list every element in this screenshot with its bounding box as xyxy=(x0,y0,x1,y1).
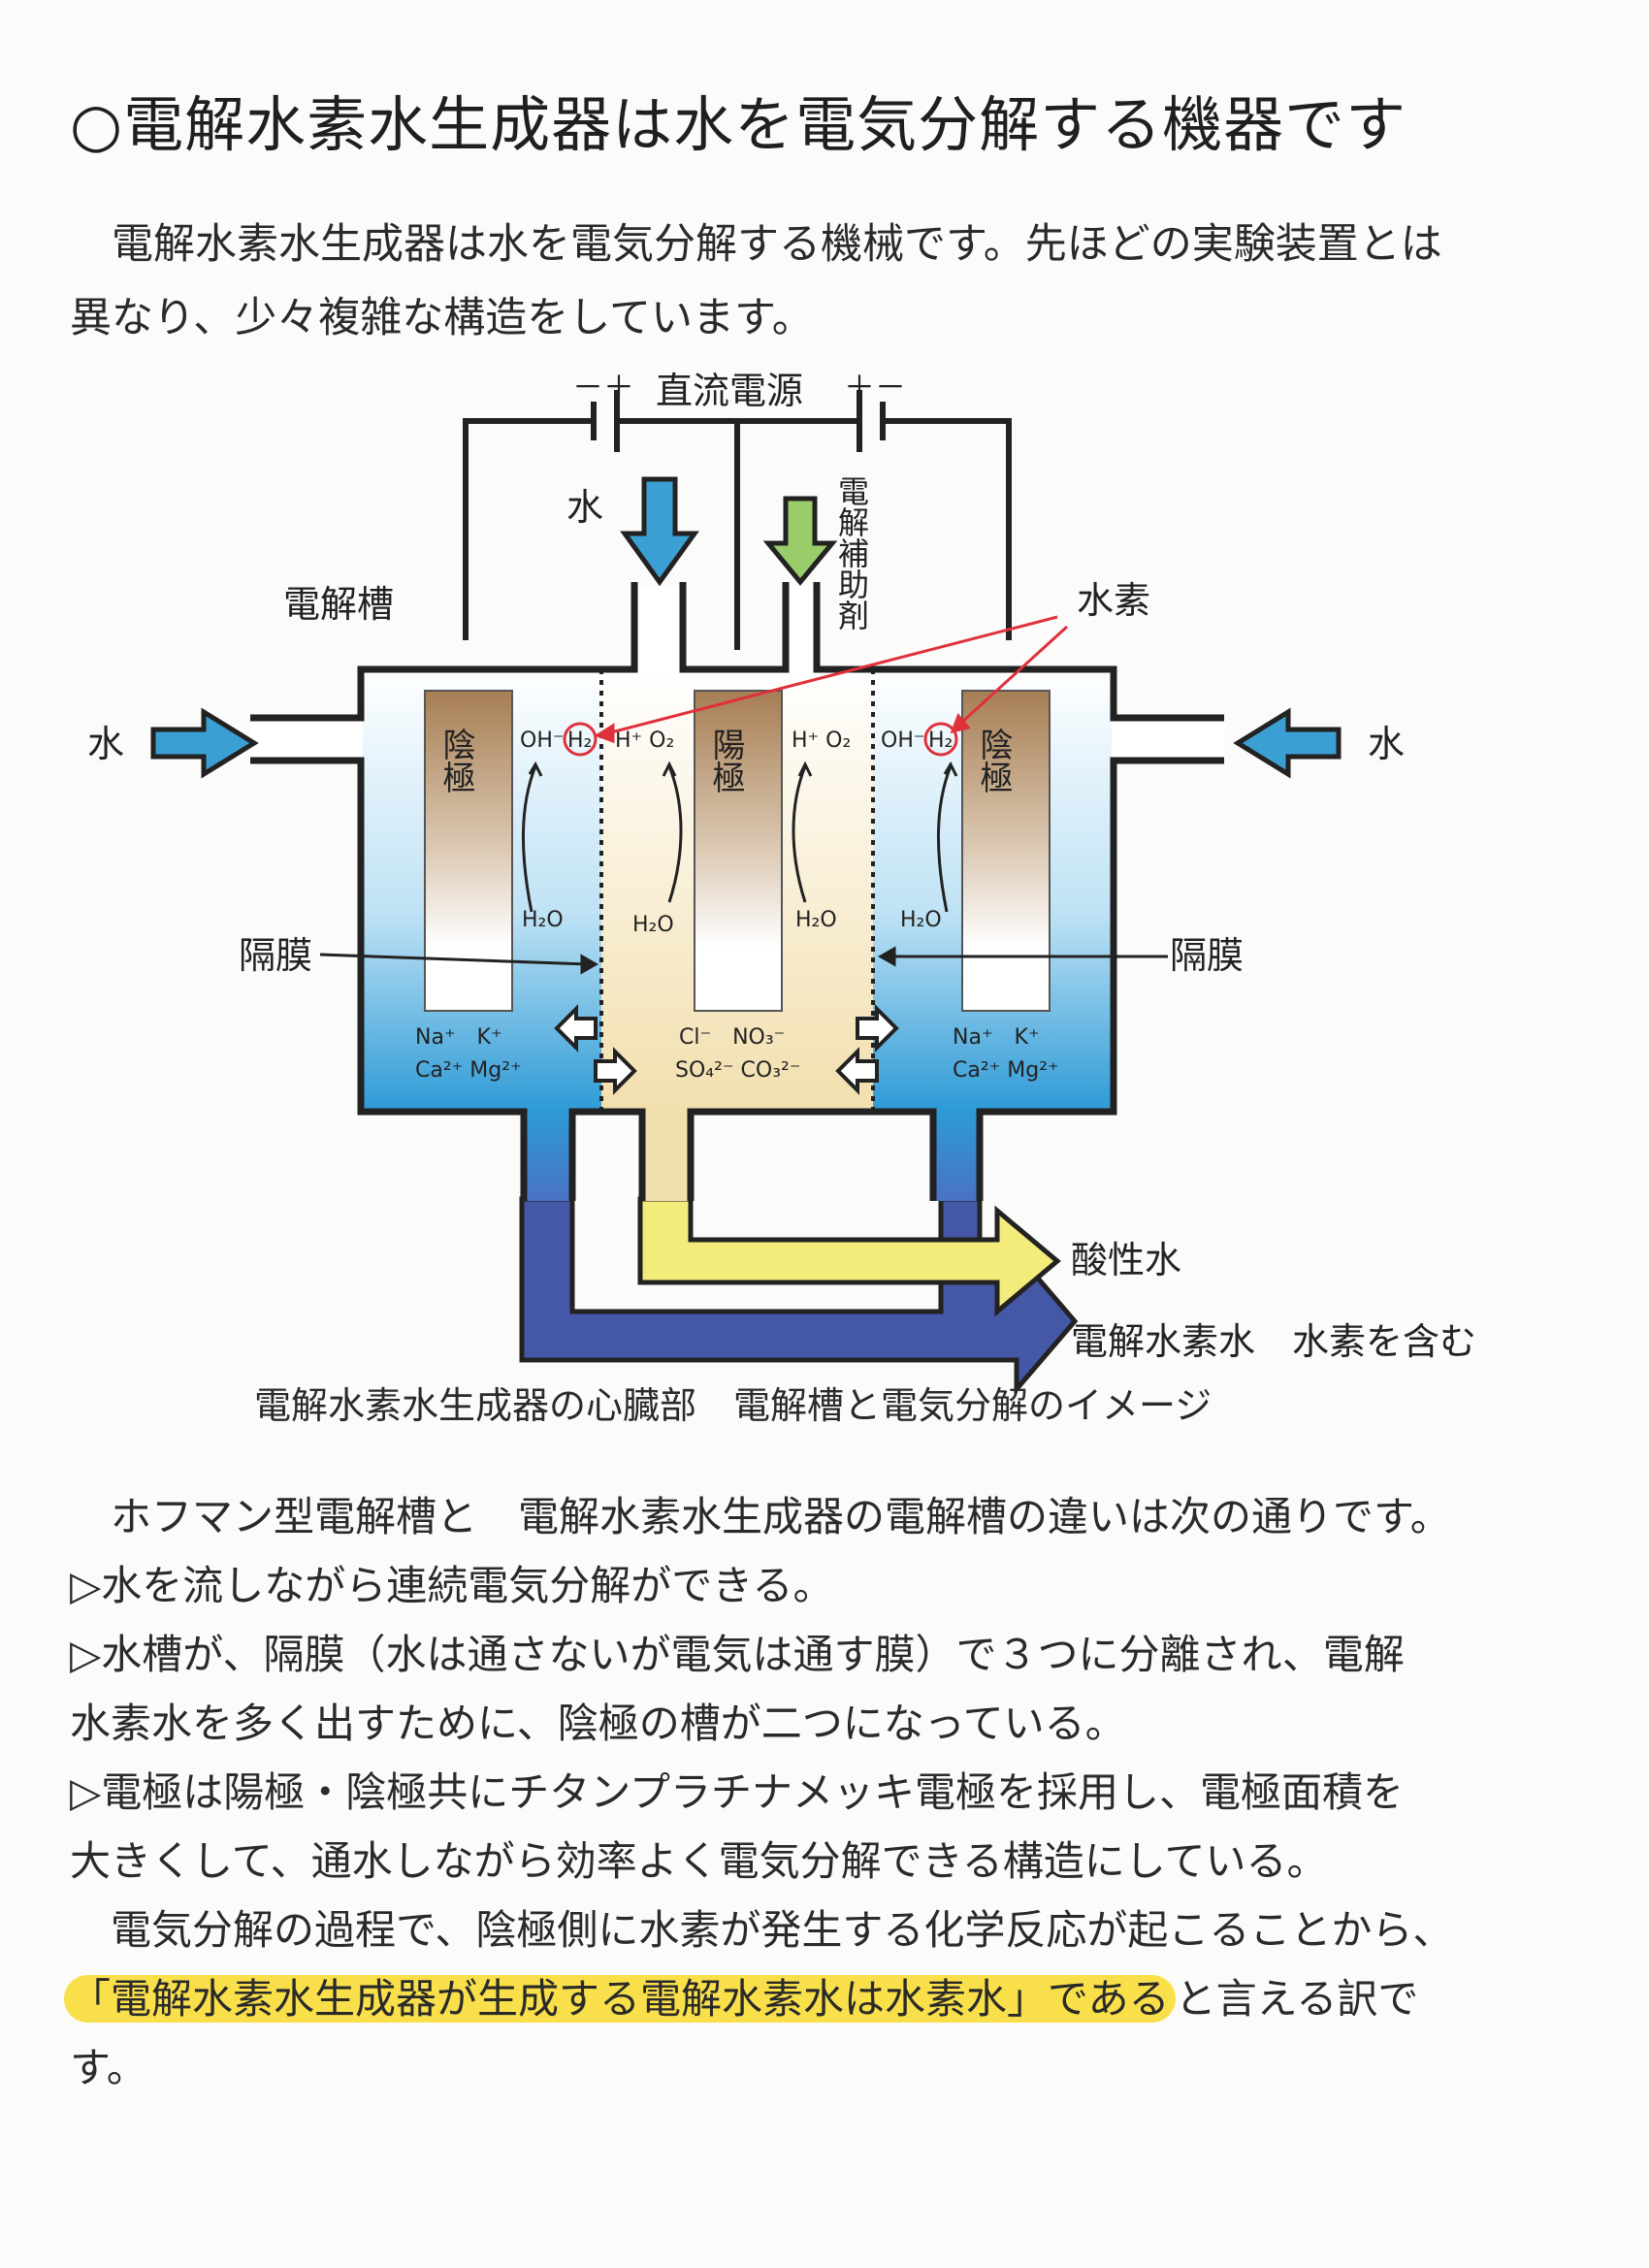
diagram-caption: 電解水素水生成器の心臓部 電解槽と電気分解のイメージ xyxy=(254,1384,1212,1427)
cations-right-1: Na⁺ K⁺ xyxy=(953,1025,1040,1050)
left-outlet xyxy=(524,1112,572,1201)
anions-1: Cl⁻ NO₃⁻ xyxy=(679,1025,785,1050)
anions-2: SO₄²⁻ CO₃²⁻ xyxy=(675,1058,800,1083)
water-left-label: 水 xyxy=(87,723,124,765)
water-top-arrow xyxy=(620,476,699,587)
center-anode-label: 陽極 xyxy=(706,728,745,794)
ions-right-oh: OH⁻ xyxy=(881,729,924,753)
cations-right-2: Ca²⁺ Mg²⁺ xyxy=(953,1058,1059,1083)
membrane-left-pointer xyxy=(319,953,599,975)
page-heading: ○電解水素水生成器は水を電気分解する機器です xyxy=(70,89,1407,160)
hydrogen-label: 水素 xyxy=(1077,579,1150,622)
body-line: ▷水を流しながら連続電気分解ができる。 xyxy=(70,1562,834,1609)
battery-right-icon xyxy=(857,390,886,452)
body-line-tail: と言える訳で xyxy=(1175,1975,1419,2023)
top-inlet-water xyxy=(634,586,683,673)
body-line: ▷水槽が、隔膜（水は通さないが電気は通す膜）で３つに分離され、電解 xyxy=(70,1631,1405,1678)
water-right-label: 水 xyxy=(1368,723,1405,765)
h2o-label: H₂O xyxy=(522,908,564,932)
body-line: ホフマン型電解槽と 電解水素水生成器の電解槽の違いは次の通りです。 xyxy=(70,1493,1451,1540)
tank-outline xyxy=(250,582,1224,1201)
electrolysis-diagram: －＋ 直流電源 ＋－ 陰極 陽極 陰極 OH⁻ H₂ xyxy=(87,369,1476,1396)
right-outlet xyxy=(933,1112,980,1201)
highlighted-conclusion: 「電解水素水生成器が生成する電解水素水は水素水」である xyxy=(64,1975,1176,2023)
left-cathode-label: 陰極 xyxy=(436,728,475,794)
left-inlet-channel xyxy=(250,718,363,761)
aid-arrow xyxy=(762,496,838,586)
acid-water-label: 酸性水 xyxy=(1071,1239,1181,1281)
body-line: 「電解水素水生成器が生成する電解水素水は水素水」であると言える訳で xyxy=(64,1964,1453,2033)
electrolyte-aid-label: 電解補助剤 xyxy=(833,475,870,631)
body-line: す。 xyxy=(70,2044,147,2091)
water-top-label: 水 xyxy=(566,486,603,529)
water-left-arrow xyxy=(150,707,259,779)
circulation-arrows xyxy=(521,761,958,913)
membrane-right-pointer xyxy=(877,946,1168,967)
cations-left-2: Ca²⁺ Mg²⁺ xyxy=(415,1058,522,1083)
body-line: ▷電極は陽極・陰極共にチタンプラチナメッキ電極を採用し、電極面積を xyxy=(70,1768,1405,1816)
body-line: 電気分解の過程で、陰極側に水素が発生する化学反応が起こることから、 xyxy=(70,1906,1454,1954)
intro-line: 異なり、少々複雑な構造をしています。 xyxy=(70,294,814,342)
body-line: 大きくして、通水しながら効率よく電気分解できる構造にしている。 xyxy=(70,1837,1328,1885)
ions-left-oh: OH⁻ xyxy=(520,729,564,753)
battery-right-signs: ＋－ xyxy=(844,369,906,405)
intro-line: 電解水素水生成器は水を電気分解する機械です。先ほどの実験装置とは xyxy=(70,220,1442,269)
acid-water-pipe xyxy=(637,1196,1061,1317)
h2o-label: H₂O xyxy=(900,908,942,932)
tank-label: 電解槽 xyxy=(283,583,394,626)
center-anode xyxy=(694,690,783,1012)
membrane-right-label: 隔膜 xyxy=(1170,934,1244,977)
ions-center-left: H⁺ O₂ xyxy=(615,729,674,753)
power-label: 直流電源 xyxy=(656,370,803,412)
ion-arrow-right-in xyxy=(835,1047,879,1095)
ion-arrow-right-out xyxy=(856,1004,899,1053)
h2o-label: H₂O xyxy=(795,908,837,932)
body-paragraph: ホフマン型電解槽と 電解水素水生成器の電解槽の違いは次の通りです。 ▷水を流しな… xyxy=(64,1482,1454,2102)
membrane-left-label: 隔膜 xyxy=(239,934,312,977)
water-right-arrow xyxy=(1233,707,1342,779)
center-outlet xyxy=(642,1112,691,1201)
battery-left-icon xyxy=(591,390,620,452)
top-inlet-aid xyxy=(786,586,817,673)
hydrogen-circle-right xyxy=(923,722,958,757)
body-line: 水素水を多く出すために、陰極の槽が二つになっている。 xyxy=(70,1700,1126,1747)
cations-left-1: Na⁺ K⁺ xyxy=(415,1025,502,1050)
ions-right-h2: H₂ xyxy=(928,729,953,753)
ion-arrow-left-out xyxy=(554,1004,598,1053)
h2o-label: H₂O xyxy=(632,913,674,937)
power-wiring xyxy=(463,418,1012,650)
battery-left-signs: －＋ xyxy=(572,369,634,405)
ion-arrow-left-in xyxy=(594,1047,637,1095)
right-inlet-channel xyxy=(1112,718,1224,761)
intro-paragraph: 電解水素水生成器は水を電気分解する機械です。先ほどの実験装置とは 異なり、少々複… xyxy=(70,208,1442,355)
hydrogen-water-label: 電解水素水 水素を含む xyxy=(1071,1320,1476,1363)
hydrogen-circle-left xyxy=(563,722,598,757)
ions-left-h2: H₂ xyxy=(567,729,592,753)
hydrogen-water-pipe xyxy=(519,1196,1079,1396)
ions-center-right: H⁺ O₂ xyxy=(792,729,851,753)
right-cathode-label: 陰極 xyxy=(974,728,1013,794)
ion-flow-arrows xyxy=(554,1004,899,1095)
hydrogen-pointers xyxy=(594,615,1069,744)
